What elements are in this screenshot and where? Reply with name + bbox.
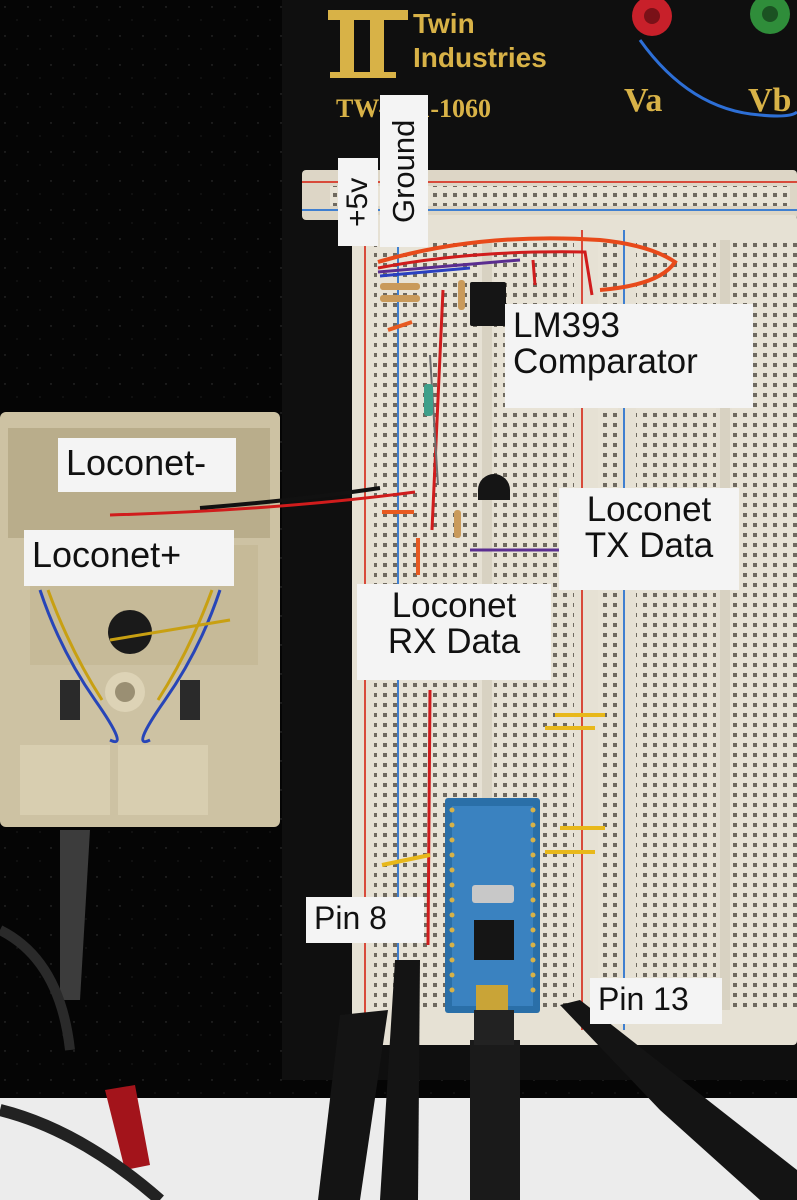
probe-left: [318, 1010, 388, 1200]
probe-right: [560, 1000, 797, 1200]
tx-line1: Loconet: [586, 490, 712, 529]
tx-line2: TX Data: [584, 525, 714, 565]
lm393-line2: Comparator: [513, 341, 698, 381]
terminal-b-label: Vb: [748, 82, 792, 119]
terminal-a-label: Va: [624, 82, 663, 119]
label-loconet-tx-data: Loconet TX Data: [559, 488, 739, 590]
probe-mid: [380, 960, 420, 1200]
transistor: [478, 474, 510, 500]
label-lm393-comparator: LM393 Comparator: [505, 304, 753, 408]
label-loconet-minus: Loconet-: [58, 438, 236, 492]
label-pin13: Pin 13: [590, 978, 722, 1024]
label-plus5v: +5v: [338, 158, 378, 246]
brand-name-line1: Twin: [413, 8, 475, 39]
label-ground: Ground: [380, 95, 428, 247]
label-loconet-plus: Loconet+: [24, 530, 234, 586]
grey-cable: [60, 830, 90, 1000]
rx-line1: Loconet: [391, 586, 517, 625]
lm393-line1: LM393: [513, 306, 621, 345]
label-loconet-rx-data: Loconet RX Data: [357, 584, 551, 680]
usb-cable: [470, 1040, 520, 1200]
label-pin8: Pin 8: [306, 897, 424, 943]
red-probe-lead: [105, 1085, 150, 1170]
brand-name-line2: Industries: [413, 42, 547, 73]
twin-industries-logo: [328, 10, 408, 78]
lm393-chip: [470, 282, 506, 326]
rx-line2: RX Data: [387, 621, 521, 661]
